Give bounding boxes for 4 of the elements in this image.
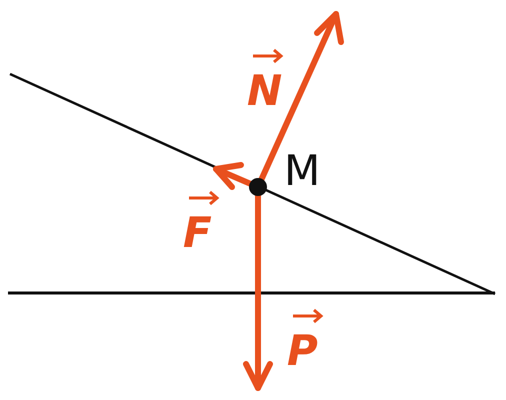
vector-label: F	[183, 212, 212, 254]
vector-label: N	[247, 70, 282, 112]
point-label: M	[284, 150, 320, 192]
vector-label: P	[287, 330, 318, 372]
